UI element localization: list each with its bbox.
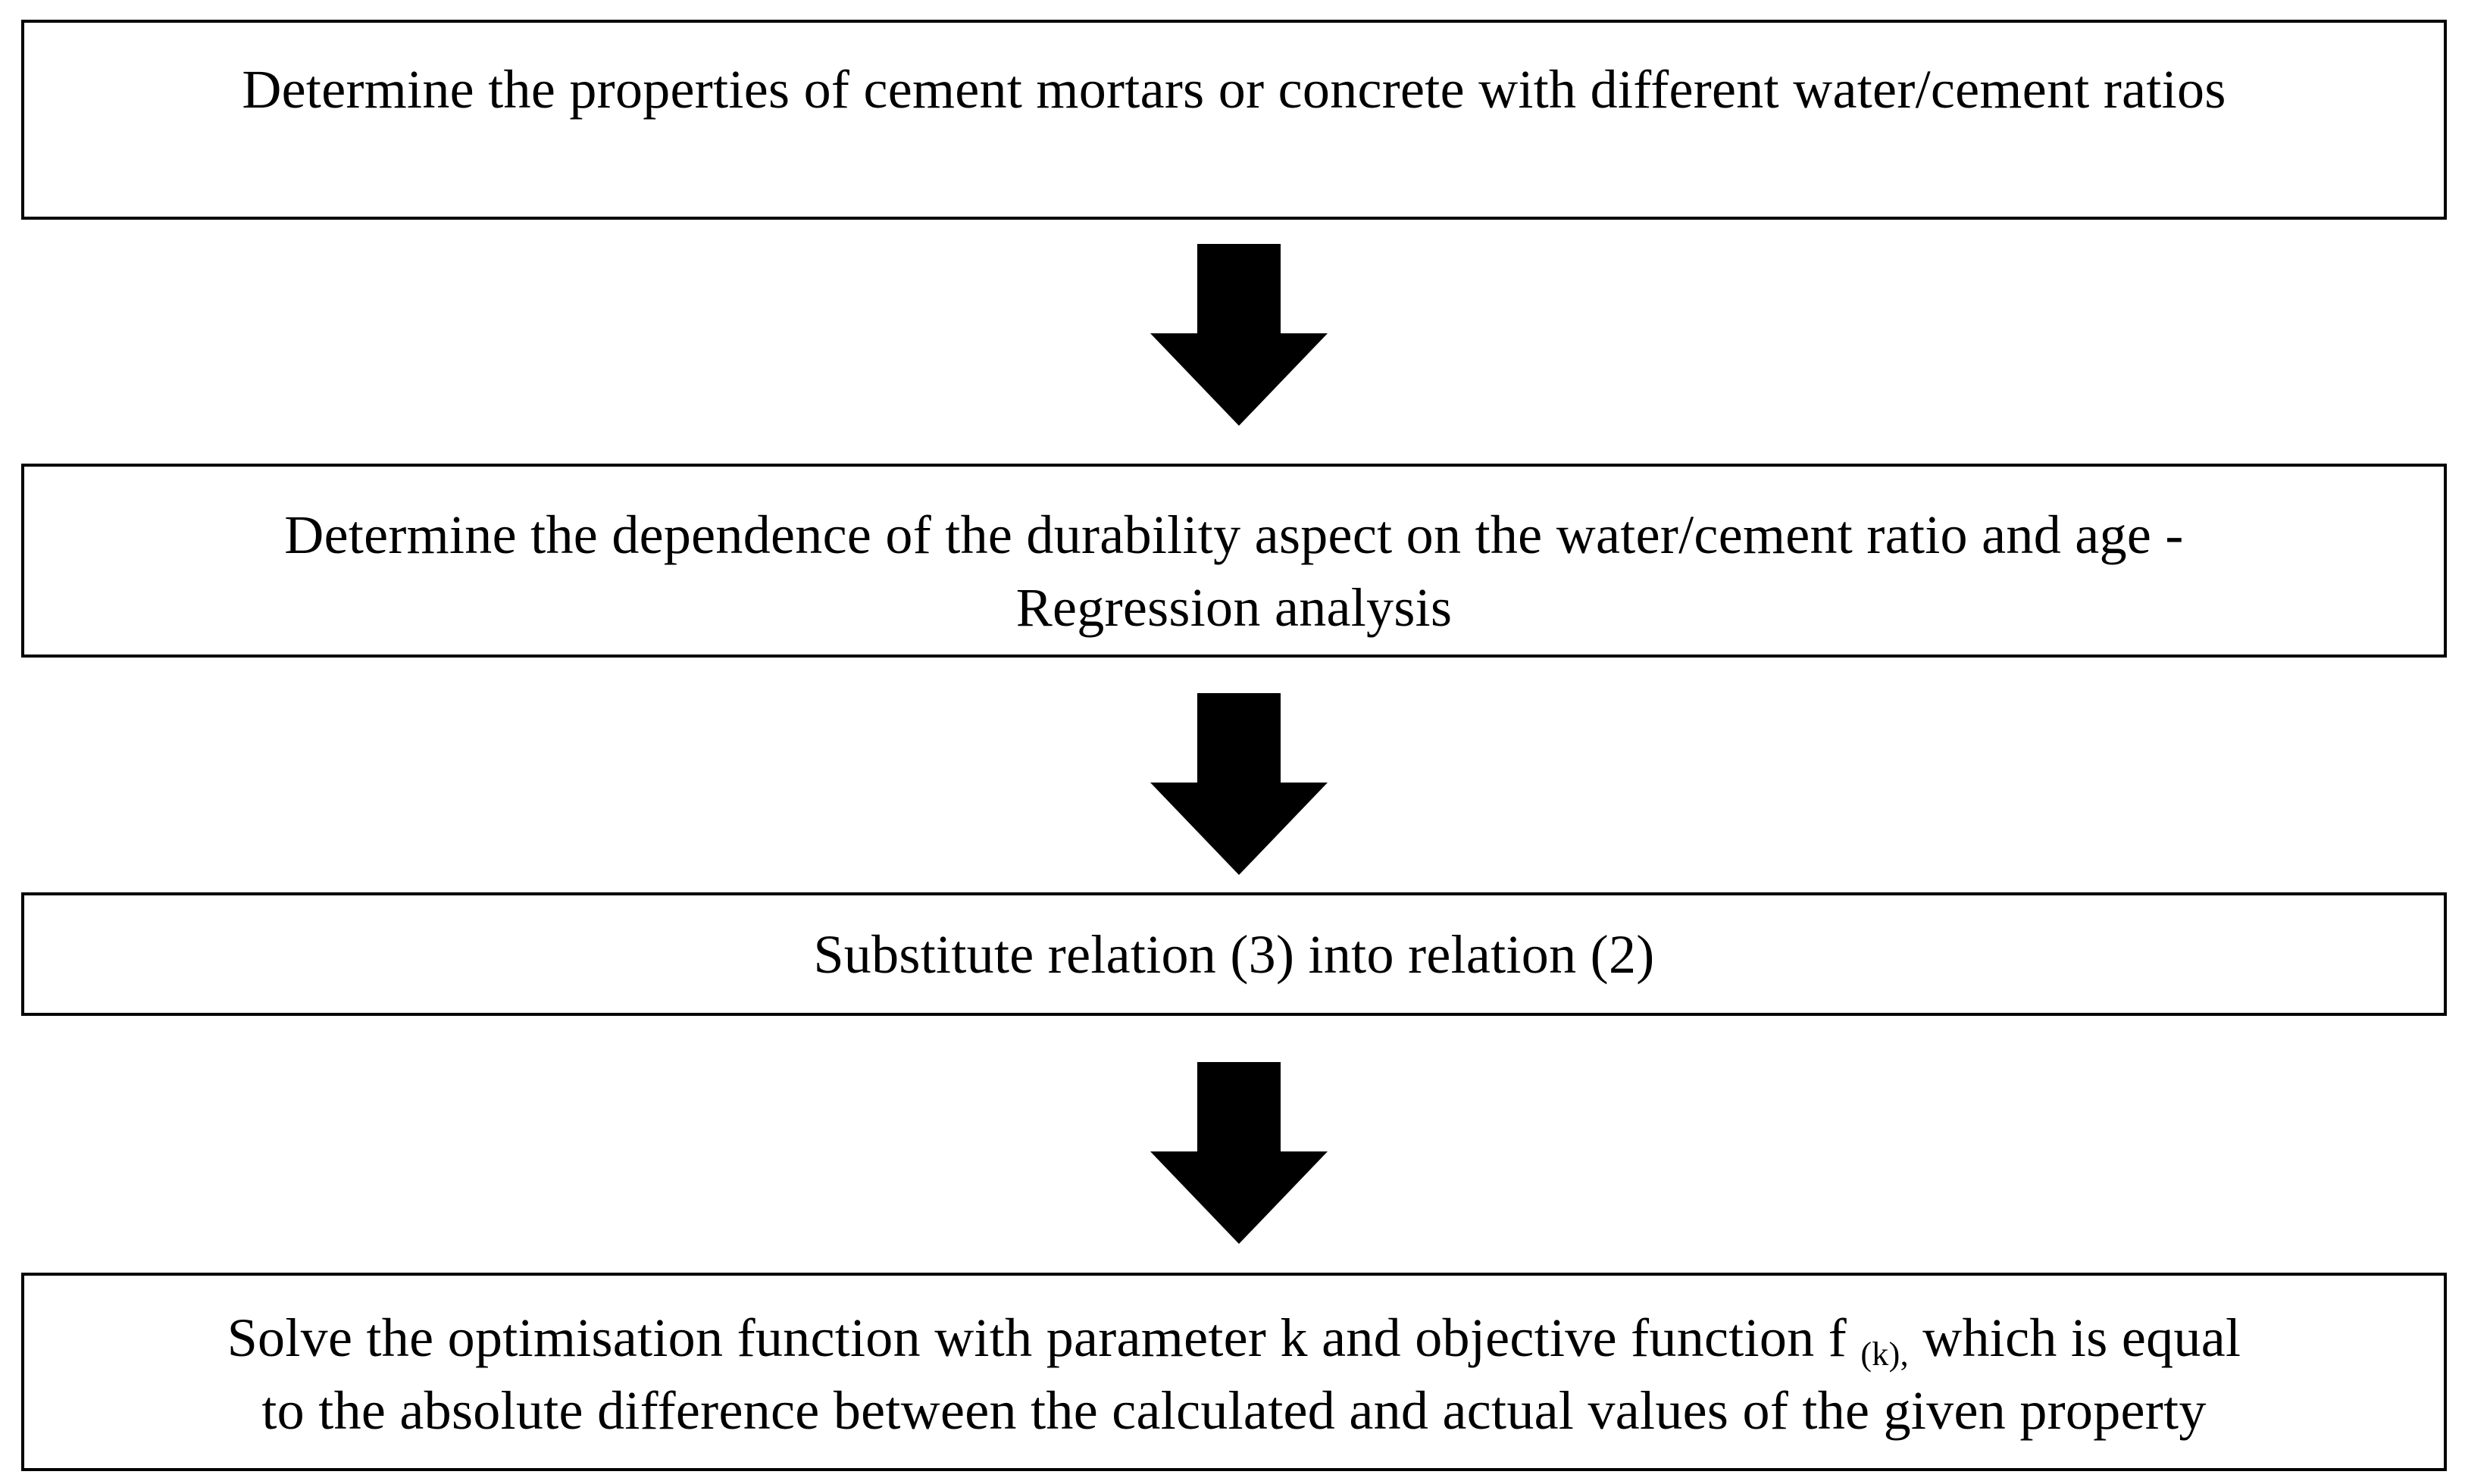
step-4-text-line-1-tail: which is equal: [1908, 1307, 2241, 1368]
down-arrow-icon: [1150, 244, 1328, 426]
down-arrow-icon: [1150, 1062, 1328, 1244]
objective-function-subscript: (k),: [1860, 1336, 1909, 1373]
step-2-text-line-1: Determine the dependence of the durabili…: [284, 505, 2184, 565]
step-1-text: Determine the properties of cement morta…: [242, 59, 2226, 120]
flowchart-step-3: Substitute relation (3) into relation (2…: [21, 892, 2447, 1016]
step-4-text-line-2: to the absolute difference between the c…: [261, 1380, 2207, 1441]
step-4-text-line-1: Solve the optimisation function with par…: [24, 1301, 2444, 1374]
down-arrow-icon: [1150, 693, 1328, 875]
flowchart-step-4: Solve the optimisation function with par…: [21, 1273, 2447, 1471]
step-4-text-line-1-main: Solve the optimisation function with par…: [227, 1307, 1861, 1368]
step-3-text: Substitute relation (3) into relation (2…: [813, 924, 1655, 985]
flowchart-step-1: Determine the properties of cement morta…: [21, 20, 2447, 220]
step-2-text-line-2: Regression analysis: [1015, 577, 1453, 638]
flowchart-step-2: Determine the dependence of the durabili…: [21, 464, 2447, 658]
